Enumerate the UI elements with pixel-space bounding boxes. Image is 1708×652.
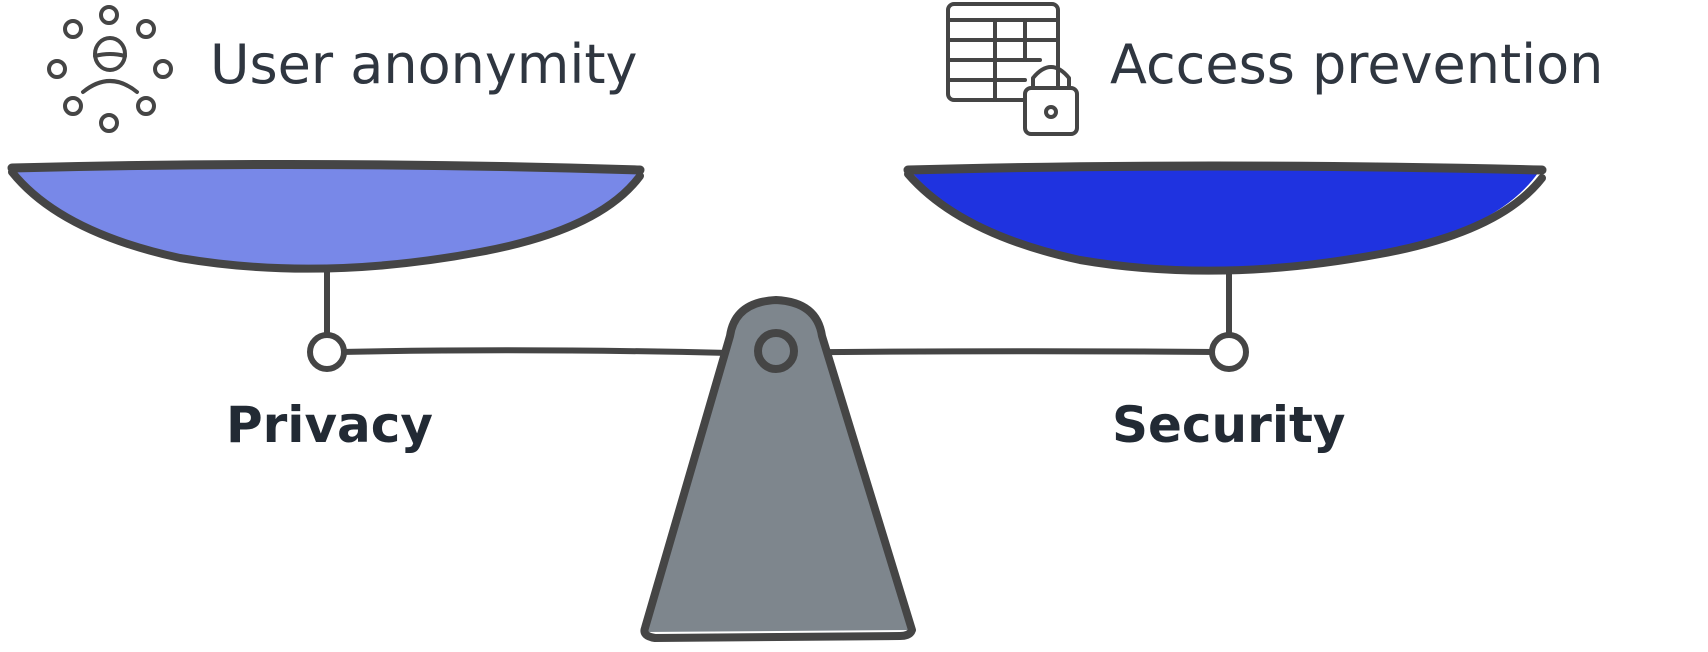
scale-beam <box>307 269 1249 372</box>
security-label: Security <box>1112 396 1346 454</box>
fulcrum <box>640 296 916 642</box>
user-anonymity-label: User anonymity <box>210 33 638 96</box>
right-pan <box>903 161 1547 275</box>
access-prevention-label: Access prevention <box>1110 33 1604 96</box>
privacy-label: Privacy <box>226 396 434 454</box>
left-pan <box>7 159 645 273</box>
people-anonymity-icon <box>47 5 173 133</box>
table-lock-icon <box>946 2 1079 136</box>
